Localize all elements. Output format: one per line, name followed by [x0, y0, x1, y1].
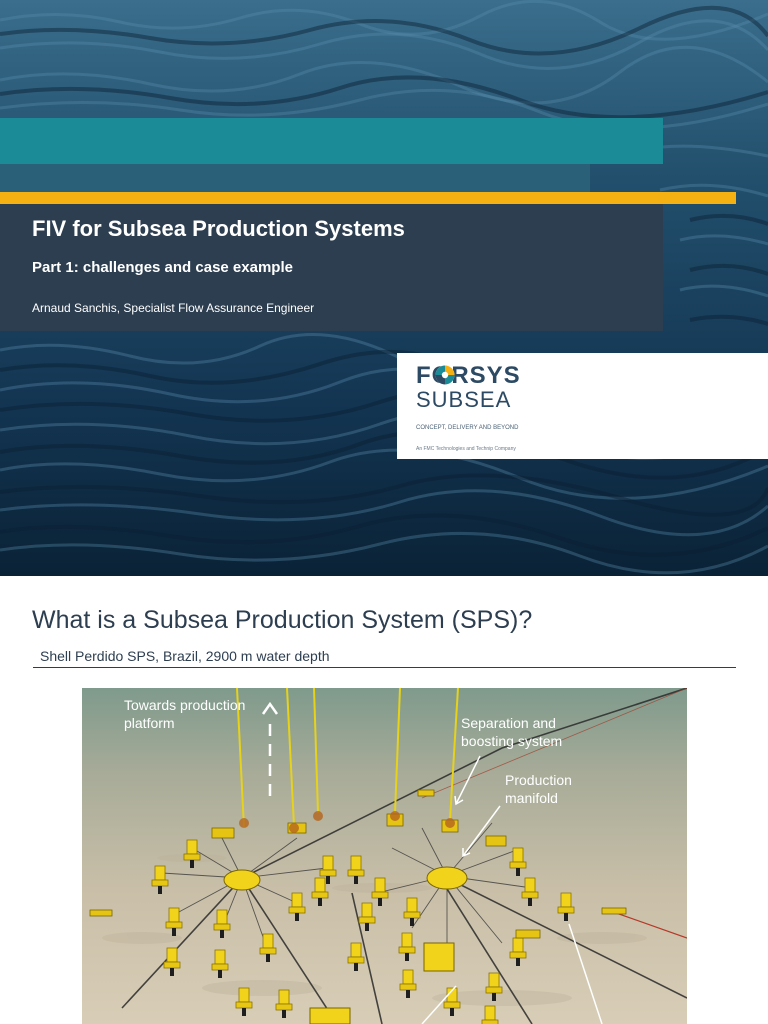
logo-pinwheel-icon — [435, 365, 455, 385]
title-slide: FIV for Subsea Production Systems Part 1… — [0, 0, 768, 576]
content-slide: What is a Subsea Production System (SPS)… — [0, 576, 768, 1024]
logo-tagline: CONCEPT, DELIVERY AND BEYOND — [416, 425, 519, 431]
label-towards-platform-1: Towards production — [124, 697, 246, 713]
slate-accent-bar — [0, 164, 590, 192]
logo-word-subsea: SUBSEA — [416, 387, 512, 412]
slide2-subtitle: Shell Perdido SPS, Brazil, 2900 m water … — [40, 648, 330, 664]
gold-accent-bar — [0, 192, 736, 204]
logo-word-forsys: FORSYS — [416, 362, 521, 389]
label-towards-platform-2: platform — [124, 715, 175, 731]
teal-accent-bar — [0, 118, 663, 164]
title-divider — [33, 667, 736, 668]
slide-title: FIV for Subsea Production Systems — [32, 216, 405, 241]
label-manifold-2: manifold — [505, 790, 558, 806]
forsys-subsea-logo: FORSYS SUBSEA CONCEPT, DELIVERY AND BEYO… — [397, 353, 768, 459]
title-panel — [0, 204, 663, 331]
seabed-scene — [82, 688, 687, 1024]
label-manifold-1: Production — [505, 772, 572, 788]
logo-company-line: An FMC Technologies and Technip Company — [416, 446, 516, 452]
label-separation-2: boosting system — [461, 733, 563, 749]
slide2-title: What is a Subsea Production System (SPS)… — [32, 606, 533, 634]
author-line: Arnaud Sanchis, Specialist Flow Assuranc… — [32, 301, 315, 315]
slide-subtitle: Part 1: challenges and case example — [32, 259, 293, 276]
subsea-field-illustration: Towards production platform Separation a… — [82, 688, 687, 1024]
label-separation-1: Separation and — [461, 715, 556, 731]
